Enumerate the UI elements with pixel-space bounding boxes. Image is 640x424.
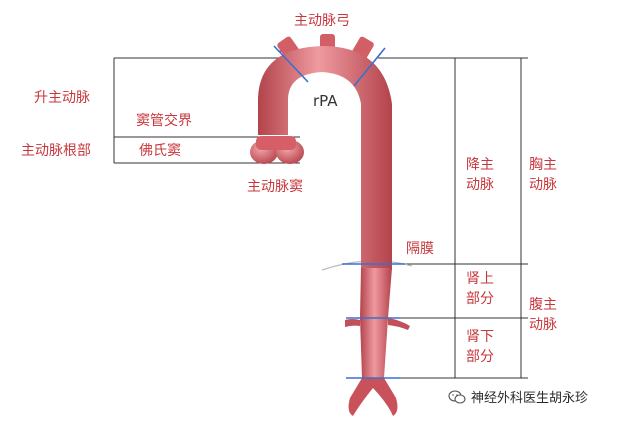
label-suprarenal-2: 部分 bbox=[466, 291, 494, 307]
label-infrarenal-1: 肾下 bbox=[466, 329, 494, 345]
label-diaphragm: 隔膜 bbox=[406, 241, 434, 257]
measurement-guides bbox=[113, 57, 528, 379]
right-renal-branch bbox=[388, 318, 410, 330]
label-abdominal-aorta-2: 动脉 bbox=[529, 317, 557, 333]
boundary-marks bbox=[273, 45, 405, 379]
label-ascending-aorta: 升主动脉 bbox=[34, 90, 90, 106]
label-aortic-sinus: 主动脉窦 bbox=[247, 179, 303, 195]
iliac-bifurcation bbox=[348, 378, 398, 416]
label-thoracic-aorta-1: 胸主 bbox=[529, 157, 557, 173]
arch-start-mark bbox=[273, 45, 309, 83]
arch-end-mark bbox=[353, 47, 386, 87]
label-descending-aorta-2: 动脉 bbox=[466, 177, 494, 193]
label-sinotubular-junction: 窦管交界 bbox=[136, 113, 192, 129]
watermark-text: 神经外科医生胡永珍 bbox=[471, 391, 589, 406]
label-valsalva-sinus: 佛氏窦 bbox=[139, 143, 181, 159]
label-aortic-root: 主动脉根部 bbox=[21, 143, 91, 159]
aorta-arch bbox=[258, 46, 392, 270]
left-renal-branch bbox=[345, 319, 360, 327]
label-aortic-arch: 主动脉弓 bbox=[294, 13, 350, 29]
label-abdominal-aorta-1: 腹主 bbox=[529, 297, 557, 313]
label-descending-aorta-1: 降主 bbox=[466, 157, 494, 173]
abdominal-aorta bbox=[360, 268, 392, 378]
label-suprarenal-1: 肾上 bbox=[466, 271, 494, 287]
label-thoracic-aorta-2: 动脉 bbox=[529, 177, 557, 193]
label-rpa: rPA bbox=[313, 92, 338, 110]
aortic-root-sinus bbox=[250, 136, 304, 164]
watermark: 神经外科医生胡永珍 bbox=[448, 387, 588, 406]
wechat-icon bbox=[448, 389, 466, 404]
label-infrarenal-2: 部分 bbox=[466, 349, 494, 365]
